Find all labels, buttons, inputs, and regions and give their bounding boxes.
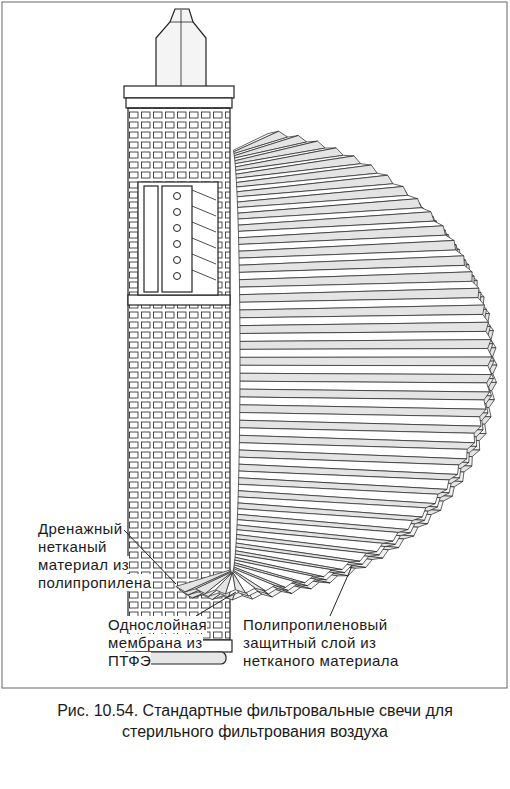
outer-cage <box>128 108 230 640</box>
adapter-fin <box>156 9 206 88</box>
leader-line <box>196 592 236 616</box>
end-cap-ring <box>126 98 232 108</box>
part-label: Дренажный нетканый материал из полипропи… <box>38 520 178 592</box>
pleat <box>240 340 491 350</box>
membrane-layer <box>183 141 497 600</box>
filter-cartridge <box>124 9 234 664</box>
inner-sheet <box>144 186 158 292</box>
cutaway-window <box>138 182 218 295</box>
label-text: Дренажный нетканый материал из полипропи… <box>38 520 152 591</box>
membrane-layer <box>179 136 494 597</box>
figure-caption: Рис. 10.54. Стандартные фильтровальные с… <box>30 700 480 742</box>
label-text: Однослойная мембрана из ПТФЭ <box>108 616 207 669</box>
leader-lines <box>124 530 352 616</box>
pleated-membrane <box>176 131 497 600</box>
inner-core <box>162 186 192 292</box>
pleat <box>240 357 492 366</box>
cage-band <box>128 295 230 305</box>
membrane-layer <box>176 131 492 594</box>
leader-line <box>330 566 352 616</box>
pleat <box>240 349 492 358</box>
adapter-edge <box>170 10 193 88</box>
end-cap-ring <box>124 86 234 98</box>
part-label: Полипропиленовый защитный слой из неткан… <box>243 616 408 670</box>
pleat <box>233 571 255 593</box>
label-text: Полипропиленовый защитный слой из неткан… <box>243 616 399 669</box>
pleat-edges <box>192 190 216 280</box>
pleat <box>176 570 231 592</box>
figure-frame <box>2 2 507 688</box>
core-holes <box>174 193 181 280</box>
part-label: Однослойная мембрана из ПТФЭ <box>108 616 228 670</box>
